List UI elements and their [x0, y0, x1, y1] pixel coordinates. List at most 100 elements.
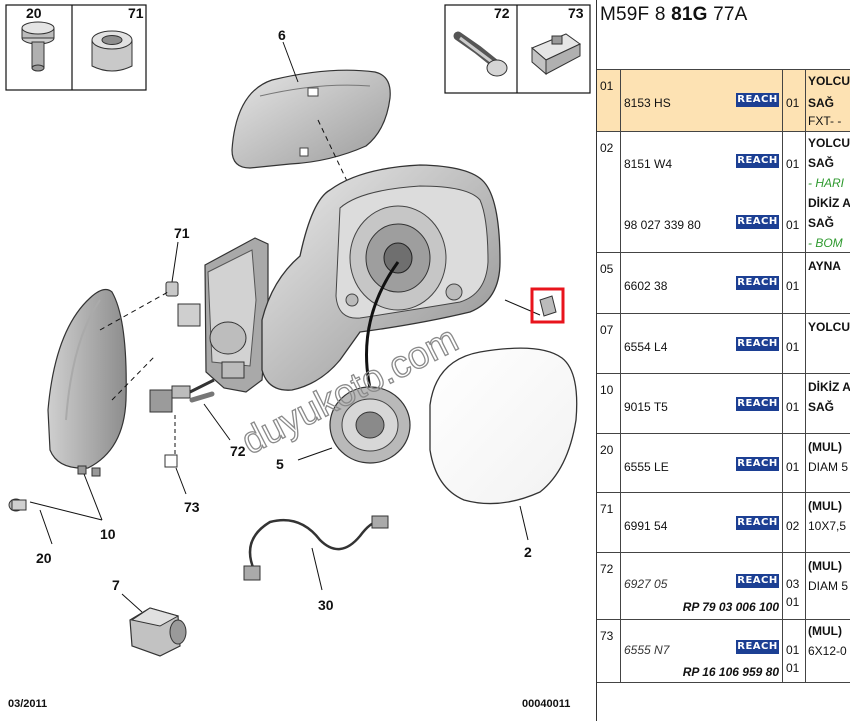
- quantity-replacement: 01: [786, 595, 800, 609]
- part-7-switch-unit: 7: [112, 577, 187, 657]
- quantity: 01: [786, 340, 800, 354]
- description-line-1: YOLCU: [808, 74, 850, 88]
- description-line-2: DIAM 5: [808, 460, 849, 474]
- part-reference[interactable]: 6554 L4: [624, 340, 668, 354]
- box-label-72: 72: [494, 5, 510, 21]
- footer-date: 03/2011: [8, 698, 47, 710]
- row-index: 10: [597, 374, 621, 433]
- box-label-71: 71: [128, 5, 144, 21]
- description-line-1: (MUL): [808, 499, 842, 513]
- footer-code: 00040011: [522, 698, 570, 710]
- table-row[interactable]: 02 8151 W4 REACH 98 027 339 80 REACH 01 …: [597, 131, 850, 252]
- table-row[interactable]: 72 6927 05 REACH RP 79 03 006 100 03 01 …: [597, 552, 850, 619]
- part-20-clip: 20: [8, 498, 53, 566]
- row-index: 01: [597, 70, 621, 131]
- part-reference[interactable]: 98 027 339 80: [624, 218, 701, 232]
- table-row[interactable]: 07 6554 L4 REACH 01 YOLCU: [597, 313, 850, 373]
- description-note: - BOM: [808, 236, 843, 250]
- part-reference[interactable]: 9015 T5: [624, 400, 668, 414]
- reach-badge: REACH: [736, 154, 779, 168]
- reach-badge: REACH: [736, 516, 779, 530]
- reach-badge: REACH: [736, 397, 779, 411]
- row-index: 05: [597, 253, 621, 313]
- part-reference[interactable]: 6555 N7: [624, 643, 670, 657]
- replacement-reference[interactable]: RP 79 03 006 100: [682, 600, 779, 614]
- highlight-marker: [530, 287, 565, 324]
- description-line-3: FXT- -: [808, 114, 842, 128]
- description-line-2: SAĞ: [808, 96, 835, 110]
- box-label-73: 73: [568, 5, 584, 21]
- description-line-1: DİKİZ A: [808, 380, 850, 394]
- row-index: 73: [597, 620, 621, 683]
- part-reference[interactable]: 6555 LE: [624, 460, 669, 474]
- table-row[interactable]: 73 6555 N7 REACH RP 16 106 959 80 01 01 …: [597, 619, 850, 683]
- part-5-motor-assembly: 5: [276, 261, 411, 472]
- callout-30: 30: [318, 597, 334, 613]
- table-row[interactable]: 20 6555 LE REACH 01 (MUL) DIAM 5: [597, 433, 850, 492]
- callout-2: 2: [524, 544, 532, 560]
- callout-72: 72: [230, 443, 246, 459]
- description-line-2: 10X7,5: [808, 519, 847, 533]
- description-line-2: DIAM 5: [808, 579, 849, 593]
- description-line-2: SAĞ: [808, 156, 835, 170]
- table-row[interactable]: 05 6602 38 REACH 01 AYNA: [597, 252, 850, 313]
- row-index: 07: [597, 314, 621, 373]
- quantity: 01: [786, 279, 800, 293]
- part-2-mirror-glass: 2: [429, 299, 578, 560]
- table-row[interactable]: 01 8153 HS REACH 01 YOLCU SAĞ FXT- -: [597, 69, 850, 131]
- model-code-prefix: M59F 8: [600, 4, 672, 25]
- quantity: 03: [786, 577, 800, 591]
- mirror-housing-shell: [261, 164, 501, 391]
- part-reference[interactable]: 8151 W4: [624, 157, 673, 171]
- box-label-20: 20: [26, 5, 42, 21]
- reach-badge: REACH: [736, 276, 779, 290]
- row-index: 71: [597, 493, 621, 552]
- description-line-1: YOLCU: [808, 320, 850, 334]
- parts-list-panel: M59F 8 81G 77A 01 8153 HS REACH 01 YOLCU…: [596, 0, 850, 721]
- part-reference[interactable]: 6602 38: [624, 279, 668, 293]
- reach-badge: REACH: [736, 337, 779, 351]
- description-line-1: DİKİZ A: [808, 196, 850, 210]
- callout-20: 20: [36, 550, 52, 566]
- model-header: M59F 8 81G 77A: [597, 0, 850, 30]
- model-code-bold: 81G: [671, 4, 708, 25]
- table-bottom-border: [597, 682, 850, 683]
- exploded-parts-diagram: 20 71 72 73: [5, 4, 591, 710]
- connector-73-icon: [531, 33, 581, 76]
- description-line-2: SAĞ: [808, 216, 835, 230]
- description-note: - HARI: [808, 176, 844, 190]
- part-71-bush: 71: [99, 225, 190, 401]
- callout-73: 73: [184, 499, 200, 515]
- part-30-wire-harness: 30: [243, 515, 389, 613]
- clip-20-icon: [21, 21, 55, 72]
- callout-10: 10: [100, 526, 116, 542]
- callout-71: 71: [174, 225, 190, 241]
- reach-badge: REACH: [736, 215, 779, 229]
- quantity-replacement: 01: [786, 661, 800, 675]
- bush-71-icon: [91, 30, 133, 72]
- description-line-1: (MUL): [808, 624, 842, 638]
- part-72-73-wiring: 73 72: [149, 378, 246, 515]
- part-reference[interactable]: 6991 54: [624, 519, 668, 533]
- table-row[interactable]: 71 6991 54 REACH 02 (MUL) 10X7,5: [597, 492, 850, 552]
- description-line-1: (MUL): [808, 440, 842, 454]
- quantity: 01: [786, 400, 800, 414]
- quantity: 02: [786, 519, 800, 533]
- description-line-2: SAĞ: [808, 400, 835, 414]
- table-row[interactable]: 10 9015 T5 REACH 01 DİKİZ A SAĞ: [597, 373, 850, 433]
- reach-badge: REACH: [736, 640, 779, 654]
- quantity: 01: [786, 460, 800, 474]
- mirror-base-bracket: [177, 237, 269, 393]
- description-line-1: YOLCU: [808, 136, 850, 150]
- quantity: 01: [786, 643, 800, 657]
- row-index: 72: [597, 553, 621, 619]
- part-box-20-71: 20 71: [5, 4, 147, 91]
- part-reference[interactable]: 6927 05: [624, 577, 668, 591]
- replacement-reference[interactable]: RP 16 106 959 80: [682, 665, 779, 679]
- quantity: 01: [786, 157, 800, 171]
- reach-badge: REACH: [736, 574, 779, 588]
- screw-72-icon: [453, 31, 508, 77]
- part-reference[interactable]: 8153 HS: [624, 96, 671, 110]
- reach-badge: REACH: [736, 457, 779, 471]
- quantity: 01: [786, 96, 800, 110]
